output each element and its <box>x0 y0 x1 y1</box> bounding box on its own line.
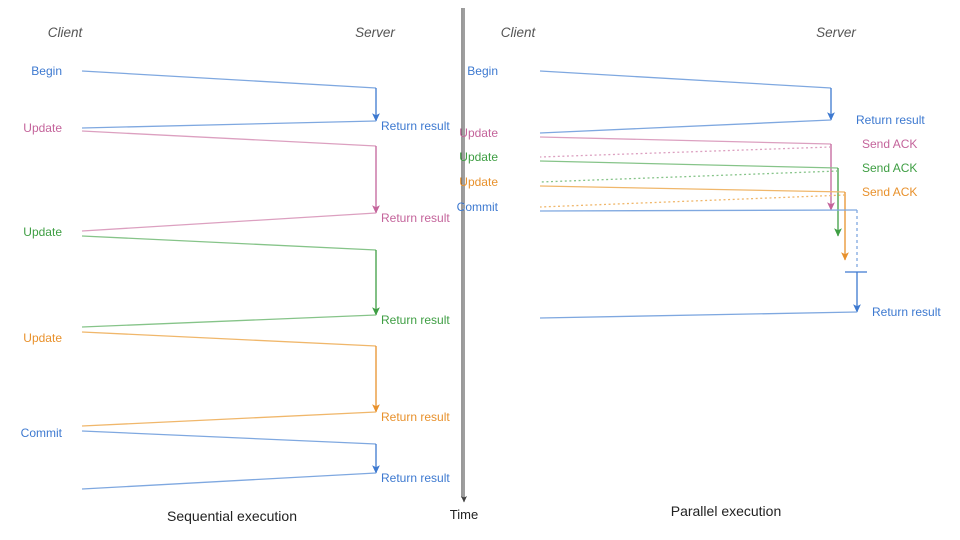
message-label: Send ACK <box>862 185 917 199</box>
message-label: Update <box>23 225 62 239</box>
message-label: Send ACK <box>862 161 917 175</box>
message-label: Update <box>459 175 498 189</box>
lifeline-title: Server <box>816 25 856 40</box>
message-label: Update <box>23 331 62 345</box>
begin-response-arrow <box>539 119 832 134</box>
message-label: Return result <box>381 119 450 133</box>
message-label: Update <box>23 121 62 135</box>
final-response-arrow <box>539 311 858 319</box>
update-request-arrow <box>539 160 839 169</box>
panel-caption: Parallel execution <box>671 503 782 519</box>
response-arrow <box>81 212 377 232</box>
request-arrow <box>81 331 377 347</box>
response-arrow <box>81 120 377 129</box>
message-label: Send ACK <box>862 137 917 151</box>
lifeline-title: Client <box>501 25 537 40</box>
request-arrow <box>81 235 377 251</box>
response-arrow <box>81 411 377 427</box>
message-label: Return result <box>381 313 450 327</box>
response-arrow <box>81 314 377 328</box>
message-label: Return result <box>872 305 941 319</box>
time-axis-label: Time <box>450 507 478 522</box>
update-request-arrow <box>539 185 846 193</box>
message-label: Return result <box>856 113 925 127</box>
commit-request-arrow <box>539 209 858 212</box>
message-label: Commit <box>21 426 63 440</box>
begin-request-arrow <box>539 70 832 89</box>
message-label: Return result <box>381 211 450 225</box>
message-label: Update <box>459 150 498 164</box>
message-label: Begin <box>31 64 62 78</box>
request-arrow <box>81 130 377 147</box>
panel-caption: Sequential execution <box>167 508 297 524</box>
response-arrow <box>81 472 377 490</box>
send-ack-arrow <box>539 170 839 183</box>
message-label: Update <box>459 126 498 140</box>
lifeline-title: Client <box>48 25 84 40</box>
message-label: Commit <box>457 200 499 214</box>
message-label: Begin <box>467 64 498 78</box>
request-arrow <box>81 430 377 445</box>
update-request-arrow <box>539 136 832 145</box>
request-arrow <box>81 70 377 89</box>
lifeline-title: Server <box>355 25 395 40</box>
send-ack-arrow <box>539 194 846 208</box>
message-label: Return result <box>381 471 450 485</box>
send-ack-arrow <box>539 146 832 158</box>
message-label: Return result <box>381 410 450 424</box>
